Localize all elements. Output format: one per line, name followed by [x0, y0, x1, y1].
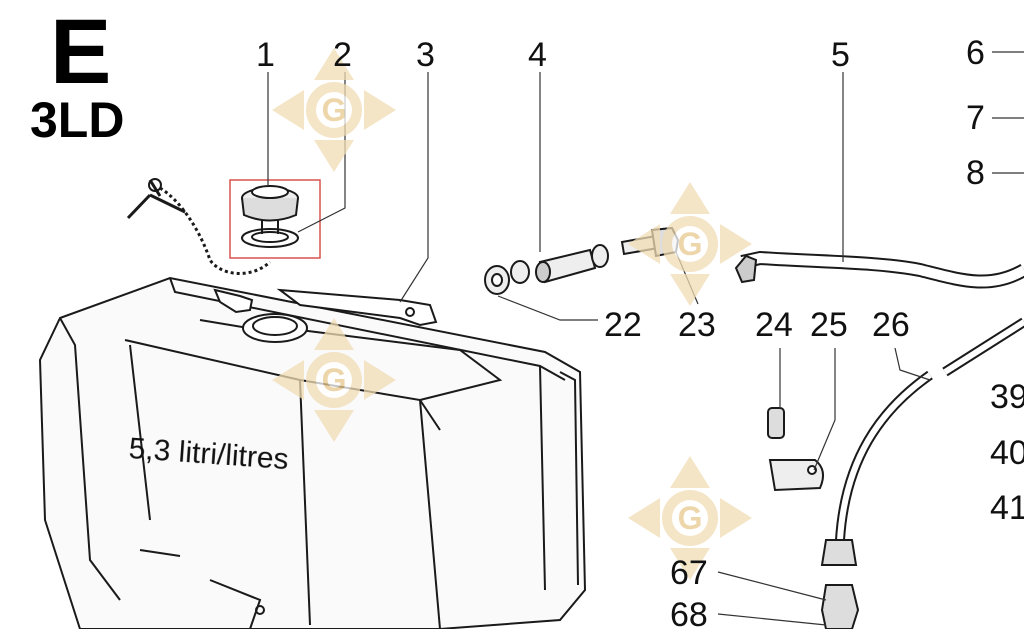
part-number-22[interactable]: 22	[604, 306, 642, 344]
highlight-box	[229, 179, 321, 259]
part-number-67[interactable]: 67	[670, 554, 708, 592]
svg-text:G: G	[322, 362, 347, 398]
part-number-8[interactable]: 8	[966, 154, 985, 192]
part-number-25[interactable]: 25	[810, 306, 848, 344]
small-parts	[767, 407, 825, 492]
part-number-26[interactable]: 26	[872, 306, 910, 344]
fuel-tank	[38, 276, 587, 629]
part-number-3[interactable]: 3	[416, 36, 435, 74]
part-number-4[interactable]: 4	[528, 36, 547, 74]
part-number-5[interactable]: 5	[831, 36, 850, 74]
svg-text:G: G	[678, 500, 703, 536]
part-number-6[interactable]: 6	[966, 34, 985, 72]
engine-model: 3LD	[30, 92, 125, 148]
fuel-hose	[835, 317, 1024, 541]
part-number-40[interactable]: 40	[990, 434, 1024, 472]
filler-cap	[241, 185, 299, 234]
fitting-parts	[484, 244, 609, 295]
part-number-7[interactable]: 7	[966, 99, 985, 137]
part-number-23[interactable]: 23	[678, 306, 716, 344]
part-number-2[interactable]: 2	[333, 36, 352, 74]
cap-chain	[159, 186, 272, 276]
svg-text:G: G	[322, 92, 347, 128]
part-number-24[interactable]: 24	[755, 306, 793, 344]
part-number-39[interactable]: 39	[990, 378, 1024, 416]
fuel-pipe	[734, 250, 1024, 289]
part-number-41[interactable]: 41	[990, 489, 1024, 527]
leader-lines	[267, 51, 1024, 626]
g-logo-watermark: G G G G	[272, 48, 752, 580]
chain-clip	[126, 179, 186, 220]
cap-gasket	[241, 228, 299, 248]
section-letter: E	[50, 1, 112, 103]
lower-fittings	[820, 539, 860, 629]
svg-text:G: G	[678, 226, 703, 262]
part-number-68[interactable]: 68	[670, 596, 708, 634]
part-number-1[interactable]: 1	[256, 36, 275, 74]
